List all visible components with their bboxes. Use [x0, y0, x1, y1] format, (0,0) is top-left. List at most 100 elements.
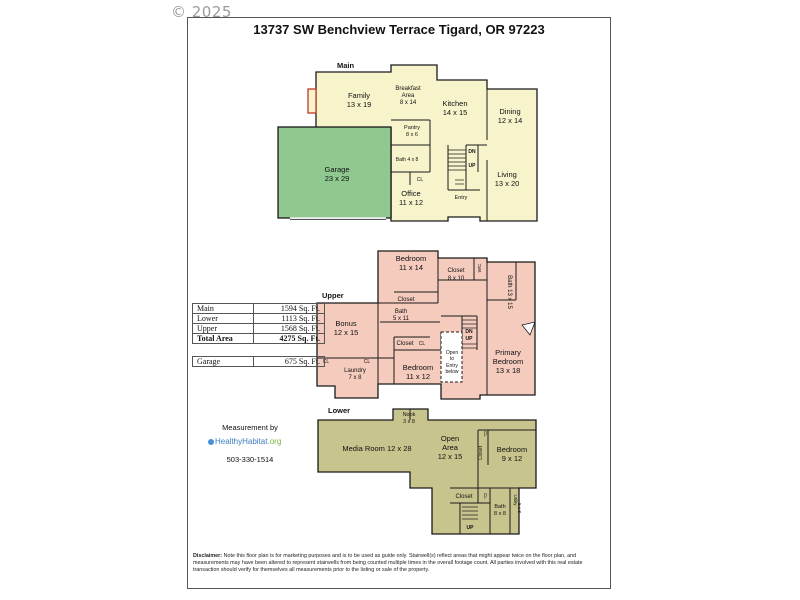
cl-upper-c-label: CL — [364, 359, 371, 365]
bonus-size: 12 x 15 — [334, 328, 359, 337]
garage-label: Garage — [324, 165, 349, 174]
up-upper-label: UP — [466, 336, 474, 342]
bath-lower-size: 8 x 8 — [494, 511, 506, 517]
upper-level-label: Upper — [322, 291, 344, 300]
bedroom-upper-top-size: 11 x 14 — [399, 263, 423, 272]
open-to-below-area — [440, 331, 463, 383]
closet-lower-side-label: Closet — [478, 445, 484, 460]
primary-label-2: Bedroom — [493, 357, 523, 366]
up-lower-label: UP — [467, 525, 475, 531]
lower-level-label: Lower — [328, 406, 350, 415]
area-label: Upper — [192, 323, 254, 334]
phone-number: 503-330-1514 — [226, 455, 274, 464]
bedroom-lower-label: Bedroom — [497, 445, 527, 454]
dining-size: 12 x 14 — [498, 116, 523, 125]
office-label: Office — [401, 189, 420, 198]
measurement-by-label: Measurement by — [222, 423, 278, 432]
up-main-label: UP — [469, 163, 477, 169]
open-to-label-3: Entry — [446, 363, 458, 369]
bedroom-lower-size: 9 x 12 — [502, 454, 522, 463]
closet-lower-label: Closet — [455, 494, 472, 500]
dn-main-label: DN — [468, 149, 476, 155]
closet-wic-size: 8 x 10 — [448, 276, 465, 282]
area-label: Lower — [192, 313, 254, 324]
cl-upper-b-label: CL — [323, 359, 330, 365]
closet-upper-label: Closet — [397, 297, 414, 303]
dining-label: Dining — [499, 107, 520, 116]
disclaimer-text: Note this floor plan is for marketing pu… — [193, 553, 583, 573]
healthy-habitat-logo: HealthyHabitat.org — [208, 437, 281, 446]
bath-upper-size: 5 x 11 — [393, 316, 410, 322]
area-label: Main — [192, 303, 254, 314]
bedroom-upper-bottom-label: Bedroom — [403, 363, 433, 372]
cl-lower-b-label: CL — [483, 493, 488, 499]
open-area-label-1: Open — [441, 434, 459, 443]
utility-label: Utility — [513, 495, 518, 507]
nook-label: Nook — [403, 412, 416, 418]
cl-main-label: CL — [417, 177, 424, 183]
bedroom-upper-top-label: Bedroom — [396, 254, 426, 263]
bedroom-upper-bottom-size: 11 x 12 — [406, 372, 430, 381]
wic-label: W/C — [477, 263, 482, 272]
open-to-label-1: Open — [446, 350, 458, 356]
living-label: Living — [497, 170, 517, 179]
disclaimer-label: Disclaimer: — [193, 553, 223, 559]
laundry-size: 7 x 8 — [348, 375, 362, 381]
entry-label: Entry — [455, 195, 468, 201]
family-room-size: 13 x 19 — [347, 100, 372, 109]
fireplace — [307, 88, 317, 114]
open-to-label-2: to — [450, 356, 454, 362]
garage-area-label: Garage — [192, 356, 254, 367]
cl-lower-a-label: CL — [483, 431, 488, 437]
kitchen-label: Kitchen — [442, 99, 467, 108]
breakfast-size: 8 x 14 — [400, 100, 417, 106]
bath-upper-label: Bath — [395, 309, 407, 315]
dn-upper-label: DN — [465, 329, 473, 335]
breakfast-label-2: Area — [402, 93, 415, 99]
media-room-label: Media Room 12 x 28 — [342, 444, 411, 453]
cl-upper-a-label: CL — [419, 341, 426, 347]
area-value: 1594 Sq. Ft. — [253, 303, 325, 314]
laundry-label: Laundry — [344, 368, 366, 374]
garage-area-value: 675 Sq. Ft. — [253, 356, 325, 367]
area-value: 4275 Sq. Ft. — [253, 333, 325, 344]
area-value: 1568 Sq. Ft. — [253, 323, 325, 334]
open-area-size: 12 x 15 — [438, 452, 463, 461]
main-level-label: Main — [337, 61, 355, 70]
area-label: Total Area — [192, 333, 254, 344]
open-to-label-4: below — [445, 369, 458, 375]
living-size: 13 x 20 — [495, 179, 520, 188]
open-area-label-2: Area — [442, 443, 459, 452]
bonus-label: Bonus — [335, 319, 357, 328]
primary-size: 13 x 18 — [496, 366, 521, 375]
nook-size: 3 x 8 — [403, 419, 415, 425]
breakfast-label: Breakfast — [395, 86, 421, 92]
closet-wic-label: Closet — [447, 268, 464, 274]
logo-text: HealthyHabitat — [215, 437, 268, 446]
office-size: 11 x 12 — [399, 198, 423, 207]
primary-label-1: Primary — [495, 348, 521, 357]
pantry-size: 8 x 6 — [406, 132, 418, 138]
family-room-label: Family — [348, 91, 370, 100]
area-value: 1113 Sq. Ft. — [253, 313, 325, 324]
bath-lower-label: Bath — [494, 504, 505, 510]
kitchen-size: 14 x 15 — [443, 108, 468, 117]
pantry-label: Pantry — [404, 125, 420, 131]
copyright-watermark: © 2025 — [171, 3, 232, 21]
closet-upper2-label: Closet — [396, 341, 413, 347]
upper-level-outline — [316, 250, 536, 400]
property-address-title: 13737 SW Benchview Terrace Tigard, OR 97… — [253, 22, 545, 37]
utility-size: 5 x 8 — [517, 503, 522, 513]
bath-main-label: Bath 4 x 8 — [396, 157, 419, 163]
logo-icon — [208, 438, 214, 445]
disclaimer: Disclaimer: Note this floor plan is for … — [193, 553, 605, 574]
logo-suffix: .org — [267, 437, 282, 446]
